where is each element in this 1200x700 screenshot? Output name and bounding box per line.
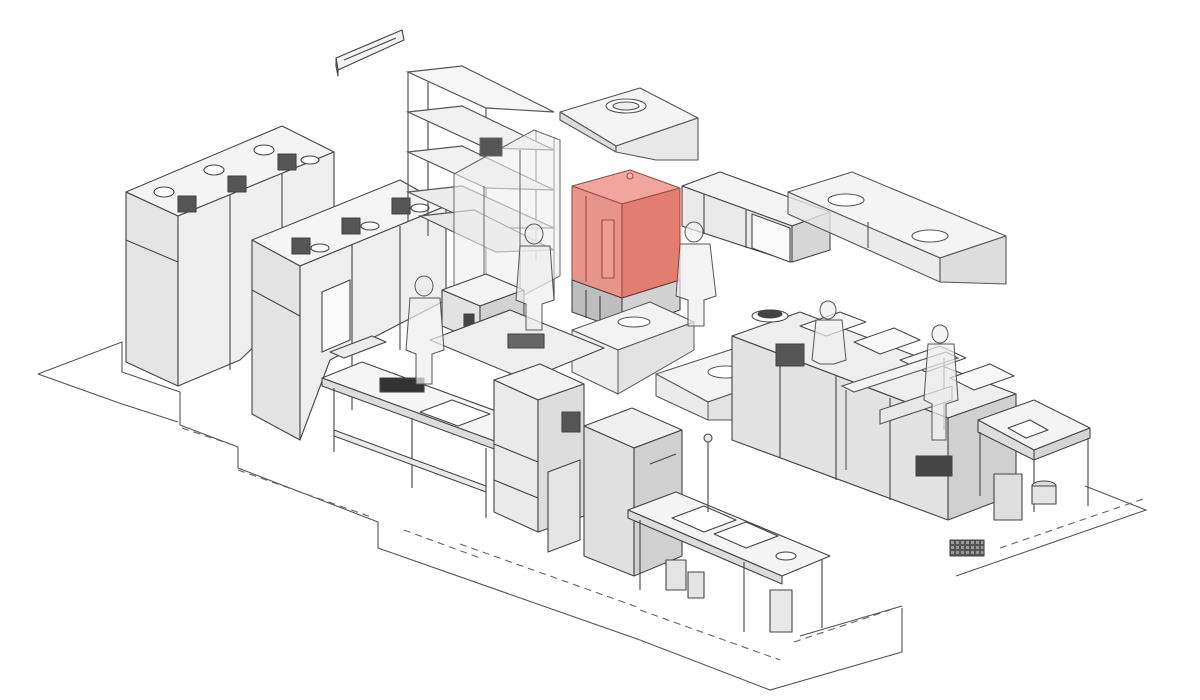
compressor-units [291,197,430,255]
refrigerator-bank-left [125,125,335,387]
compressor-units [153,144,320,213]
wall-shelf [335,29,405,77]
extraction-hood-right [787,171,1007,285]
staff-figure-2 [515,223,555,331]
hand-sink-unit [977,399,1091,521]
floor-dashed-lines [181,427,1147,661]
dishwasher [583,407,683,577]
storage-cart [493,363,585,553]
floor-outline [37,341,1148,691]
refrigerator-bank-center [251,179,447,441]
combi-oven-highlighted [571,169,681,299]
staff-figure-5 [923,324,959,441]
center-counter [429,309,605,381]
staff-figure-3 [675,221,717,327]
extraction-hood-top [559,87,699,161]
staff-figure-1 [405,275,445,385]
wash-sink-table [627,433,831,633]
prep-table-sink [321,335,549,518]
staff-figure-4 [811,300,847,365]
